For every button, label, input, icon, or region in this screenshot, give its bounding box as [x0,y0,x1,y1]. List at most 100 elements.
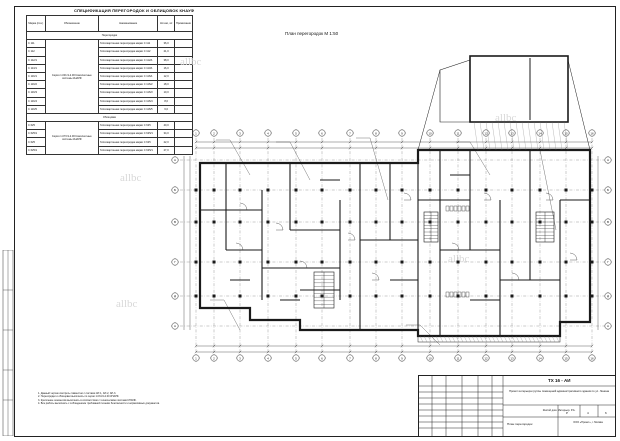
structural-column [266,260,270,264]
porch-hatch [419,335,424,343]
canopy-hatch [473,121,479,151]
structural-column [428,188,432,192]
sheet-frame [14,6,616,437]
grid-axis-label: 4 [267,131,269,135]
grid-axis-label: 10 [428,356,432,360]
note-line: 4. Все работы выполнять с соблюдением тр… [38,402,160,406]
grid-axis-label: 11 [456,356,459,360]
dimension-tick [400,344,404,348]
plan-title: План перегородок М 1:50 [285,31,339,36]
grid-axis-label: Г [607,260,609,264]
structural-column [564,260,568,264]
structural-column [590,294,594,298]
dimension-tick [564,344,568,348]
grid-axis-label: Г [174,260,176,264]
canopy-hatch [515,121,521,151]
spec-table: Марка (поз.) Обозначение Наименование Ко… [26,15,194,155]
dimension-tick [428,140,432,144]
note-line: 2. Перегородки и облицовки выполнить по … [38,395,120,399]
grid-axis-bubble [192,354,200,362]
dimension-tick [456,350,460,354]
dimension-tick [294,146,298,150]
structural-column [320,294,324,298]
leader-line [223,299,241,331]
structural-column [428,260,432,264]
grid-axis-label: А [174,324,176,328]
annex-canopy-edge [567,59,591,151]
grid-axis-bubble [588,129,596,137]
grid-axis-bubble [482,354,490,362]
porch-hatch [463,335,468,343]
leader-line [289,141,311,181]
structural-column [320,260,324,264]
grid-axis-bubble [372,129,380,137]
structural-column [294,220,298,224]
dimension-tick [212,140,216,144]
grid-axis-bubble [508,354,516,362]
structural-column [348,188,352,192]
door-swing [371,272,380,281]
note-line: 3. Крепление элементов выполнить в соотв… [38,398,137,402]
structural-column [510,294,514,298]
dimension-tick [320,350,324,354]
structural-column [212,220,216,224]
dimension-tick [374,344,378,348]
title-block-sheet-name: Жилой дом. Интерьер. Р.А. [542,409,576,412]
grid-axis-bubble [604,186,612,194]
porch-hatch [447,335,452,343]
structural-column [348,294,352,298]
structural-column [374,220,378,224]
title-block-plan-name: План перегородок [507,422,533,426]
door-swing [235,242,244,251]
door-swing [239,202,248,211]
door-swing [347,232,356,241]
grid-axis-label: 4 [267,356,269,360]
entrance-porch [417,335,561,343]
grid-axis-bubble [236,129,244,137]
title-block-organization: ООО «Проект», г. Москва [573,421,603,424]
structural-column [538,260,542,264]
grid-axis-label: 11 [456,131,459,135]
structural-column [194,260,198,264]
dimension-tick [484,344,488,348]
structural-column [294,188,298,192]
grid-axis-bubble [292,354,300,362]
title-block-code: ТХ 16 - АИ [548,378,571,383]
structural-column [538,294,542,298]
leader-line [369,137,389,201]
canopy-hatch [497,121,503,151]
grid-axis-bubble [372,354,380,362]
grid-axis-bubble [171,258,179,266]
porch-hatch [547,335,552,343]
structural-column [266,220,270,224]
porch-hatch [467,335,472,343]
structural-column [266,294,270,298]
grid-axis-label: В [607,220,609,224]
dimension-tick [456,146,460,150]
porch-hatch [555,335,560,343]
grid-axis-bubble [588,354,596,362]
leader-line [539,149,557,231]
grid-axis-label: 7 [349,131,351,135]
sanitary-fixture [445,291,450,298]
dimension-tick [238,350,242,354]
dimension-tick [374,350,378,354]
structural-column [456,188,460,192]
dimension-tick [484,350,488,354]
structural-column [348,260,352,264]
porch-hatch [435,335,440,343]
dimension-tick [590,350,594,354]
canopy-hatch [563,121,569,151]
leader-line [469,141,491,176]
dimension-tick [538,344,542,348]
structural-column [374,260,378,264]
grid-axis-label: 10 [428,131,432,135]
grid-axis-bubble [562,354,570,362]
grid-axis-bubble [171,186,179,194]
canopy-hatch [533,121,539,151]
grid-axis-bubble [318,354,326,362]
porch-hatch [535,335,540,343]
grid-axis-bubble [292,129,300,137]
canopy-hatch [509,121,515,151]
